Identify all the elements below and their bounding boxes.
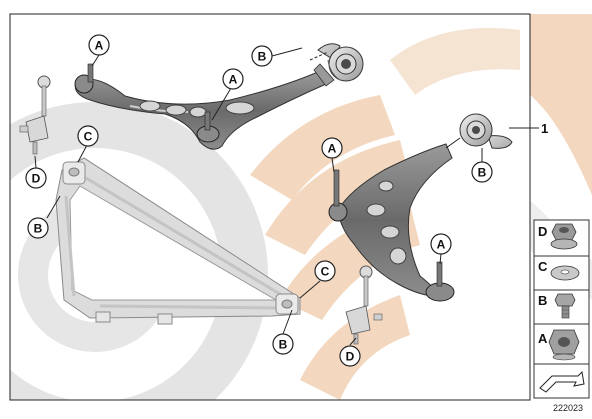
- control-arm-right: [328, 143, 455, 302]
- callout-b2-label: B: [478, 166, 487, 180]
- key-letter-d: D: [538, 224, 547, 239]
- leader-lines: [34, 47, 483, 346]
- diagram-frame: [9, 13, 531, 401]
- washer-icon: [550, 265, 580, 281]
- reinforcement-frame: [55, 157, 301, 325]
- callout-c1: C: [77, 125, 99, 147]
- bushing-right: [445, 113, 513, 149]
- reference-number: 1: [541, 121, 548, 136]
- key-letter-b: B: [538, 293, 547, 308]
- callout-c1-label: C: [84, 130, 93, 144]
- callout-a1-label: A: [95, 39, 104, 53]
- key-row-b: B: [538, 293, 576, 319]
- callout-b4-label: B: [279, 338, 288, 352]
- callout-b3-label: B: [34, 222, 43, 236]
- key-letter-a: A: [538, 331, 548, 346]
- callout-d1-label: D: [32, 172, 41, 186]
- key-row-c: C: [538, 259, 580, 281]
- callout-c2-label: C: [321, 265, 330, 279]
- callout-d1: D: [25, 167, 47, 189]
- callout-b4: B: [272, 333, 294, 355]
- callout-d2-label: D: [346, 350, 355, 364]
- callout-b1: B: [251, 45, 273, 67]
- callout-b2: B: [471, 161, 493, 183]
- lock-nut-icon: [548, 329, 580, 361]
- hex-bolt-icon: [554, 293, 576, 319]
- stabilizer-link-left: [19, 75, 51, 155]
- key-row-d: D: [538, 223, 578, 250]
- parts-key: D C B A: [533, 219, 590, 399]
- key-row-a: A: [538, 329, 580, 361]
- callout-c2: C: [314, 260, 336, 282]
- arrow-icon: [539, 370, 585, 393]
- callout-a3: A: [321, 137, 343, 159]
- control-arm-left: [74, 63, 335, 150]
- bushing-upper: [309, 43, 364, 82]
- diagram-id: 222023: [553, 403, 583, 413]
- callout-b3: B: [27, 217, 49, 239]
- callout-b1-label: B: [258, 50, 267, 64]
- callout-a4-label: A: [437, 238, 446, 252]
- key-letter-c: C: [538, 259, 548, 274]
- callout-a4: A: [430, 233, 452, 255]
- callout-a2: A: [222, 68, 244, 90]
- stabilizer-link-lower: [345, 265, 383, 345]
- flanged-nut-icon: [550, 223, 578, 250]
- callout-a3-label: A: [328, 142, 337, 156]
- callout-a1: A: [88, 34, 110, 56]
- callout-a2-label: A: [229, 73, 238, 87]
- callout-d2: D: [339, 345, 361, 367]
